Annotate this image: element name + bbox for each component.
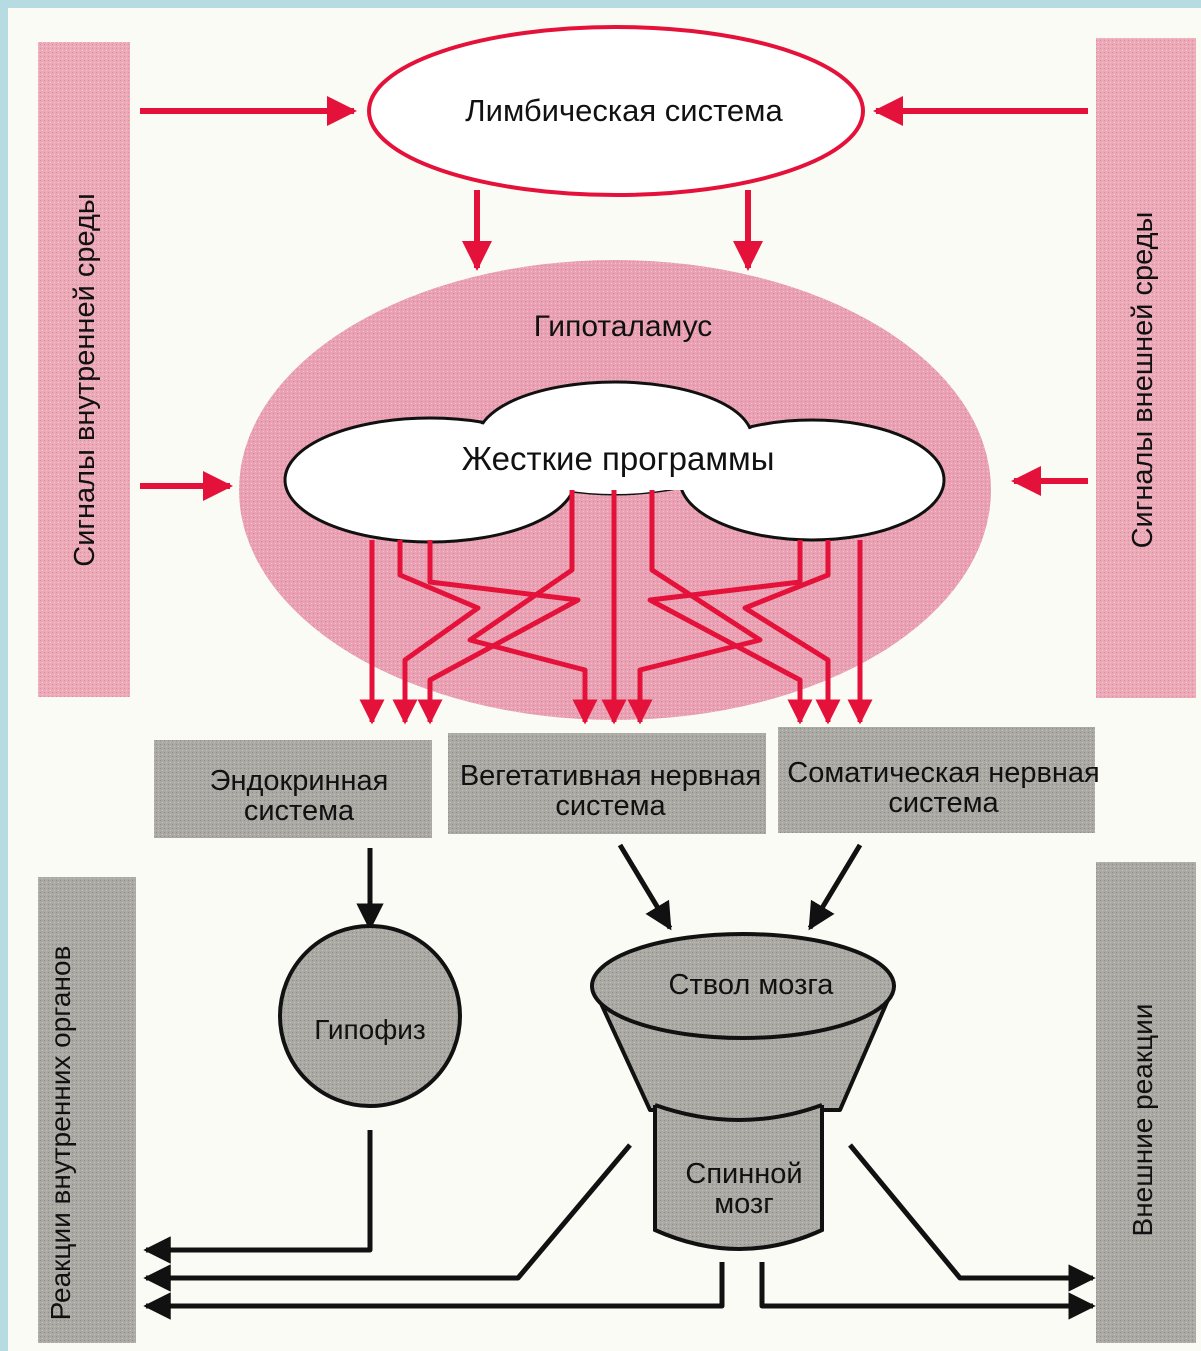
right-panel-reactions bbox=[1096, 862, 1196, 1343]
right-panel-signals bbox=[1096, 38, 1196, 698]
pituitary-label: Гипофиз bbox=[314, 1014, 426, 1046]
hypothalamus-label: Гипоталамус bbox=[533, 310, 713, 344]
black-arrows-top bbox=[356, 843, 863, 931]
programs-cloud bbox=[283, 380, 946, 544]
spinal-cord-shape bbox=[653, 1103, 824, 1251]
pituitary-shape bbox=[278, 924, 462, 1108]
diagram-graphics bbox=[38, 25, 1196, 1343]
left-panel-signals-label: Сигналы внутренней среды bbox=[69, 193, 101, 567]
somatic-label: Соматическая нервная система bbox=[787, 756, 1100, 819]
left-panel-reactions bbox=[38, 877, 136, 1343]
endocrine-box bbox=[154, 740, 432, 838]
red-arrows bbox=[140, 96, 1088, 501]
limbic-system-shape bbox=[367, 25, 865, 197]
brainstem-shape bbox=[590, 932, 896, 1112]
right-panel-reactions-label: Внешние реакции bbox=[1127, 1003, 1158, 1237]
endocrine-label: Эндокринная система bbox=[209, 764, 389, 827]
limbic-system-label: Лимбическая система bbox=[465, 92, 783, 128]
somatic-box bbox=[778, 727, 1095, 833]
program-lines bbox=[359, 490, 873, 725]
programs-label: Жесткие программы bbox=[461, 439, 775, 477]
left-panel-signals bbox=[38, 42, 130, 697]
spinal-cord-label: Спинной мозг bbox=[685, 1157, 803, 1220]
vegetative-label: Вегетативная нервная система bbox=[459, 759, 762, 822]
vegetative-box bbox=[448, 733, 766, 834]
right-panel-signals-label: Сигналы внешней среды bbox=[1127, 211, 1159, 549]
black-arrows-bottom bbox=[143, 1130, 1096, 1320]
diagram-canvas: Лимбическая система Гипоталамус Жесткие … bbox=[8, 8, 1201, 1351]
left-panel-reactions-label: Реакции внутренних органов bbox=[45, 945, 76, 1321]
brainstem-label: Ствол мозга bbox=[668, 968, 834, 1001]
